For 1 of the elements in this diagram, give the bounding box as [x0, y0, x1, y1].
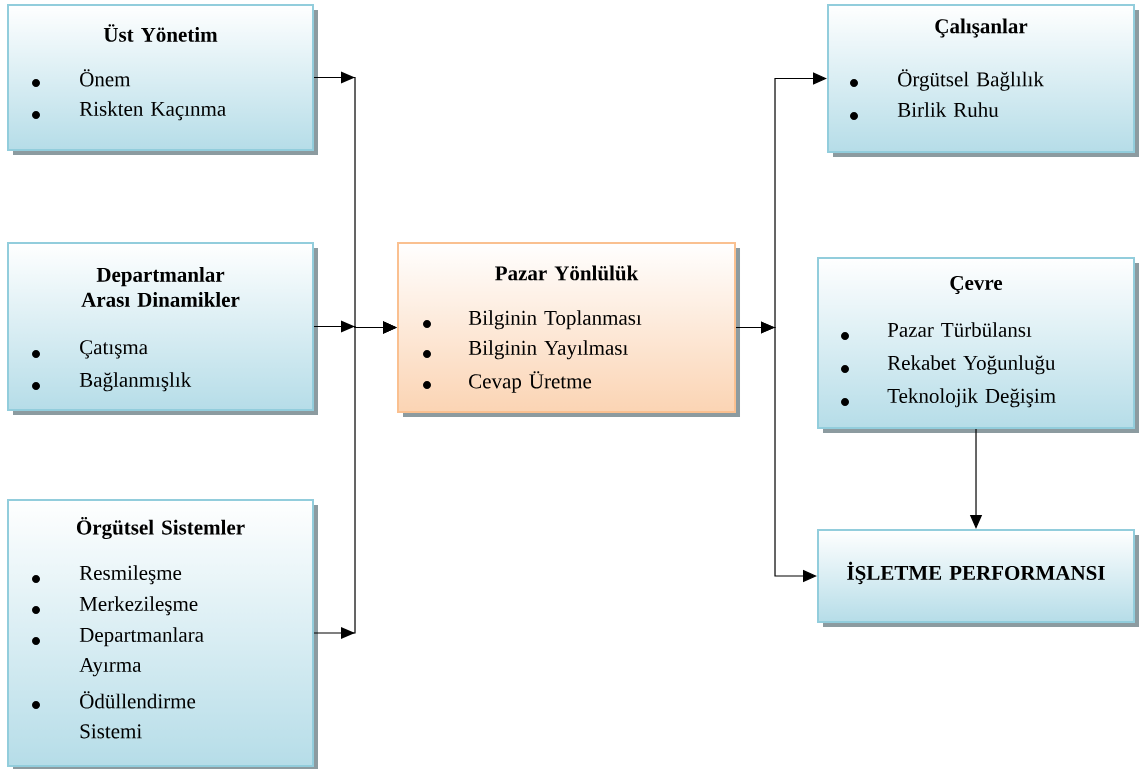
- arrow: [313, 321, 397, 639]
